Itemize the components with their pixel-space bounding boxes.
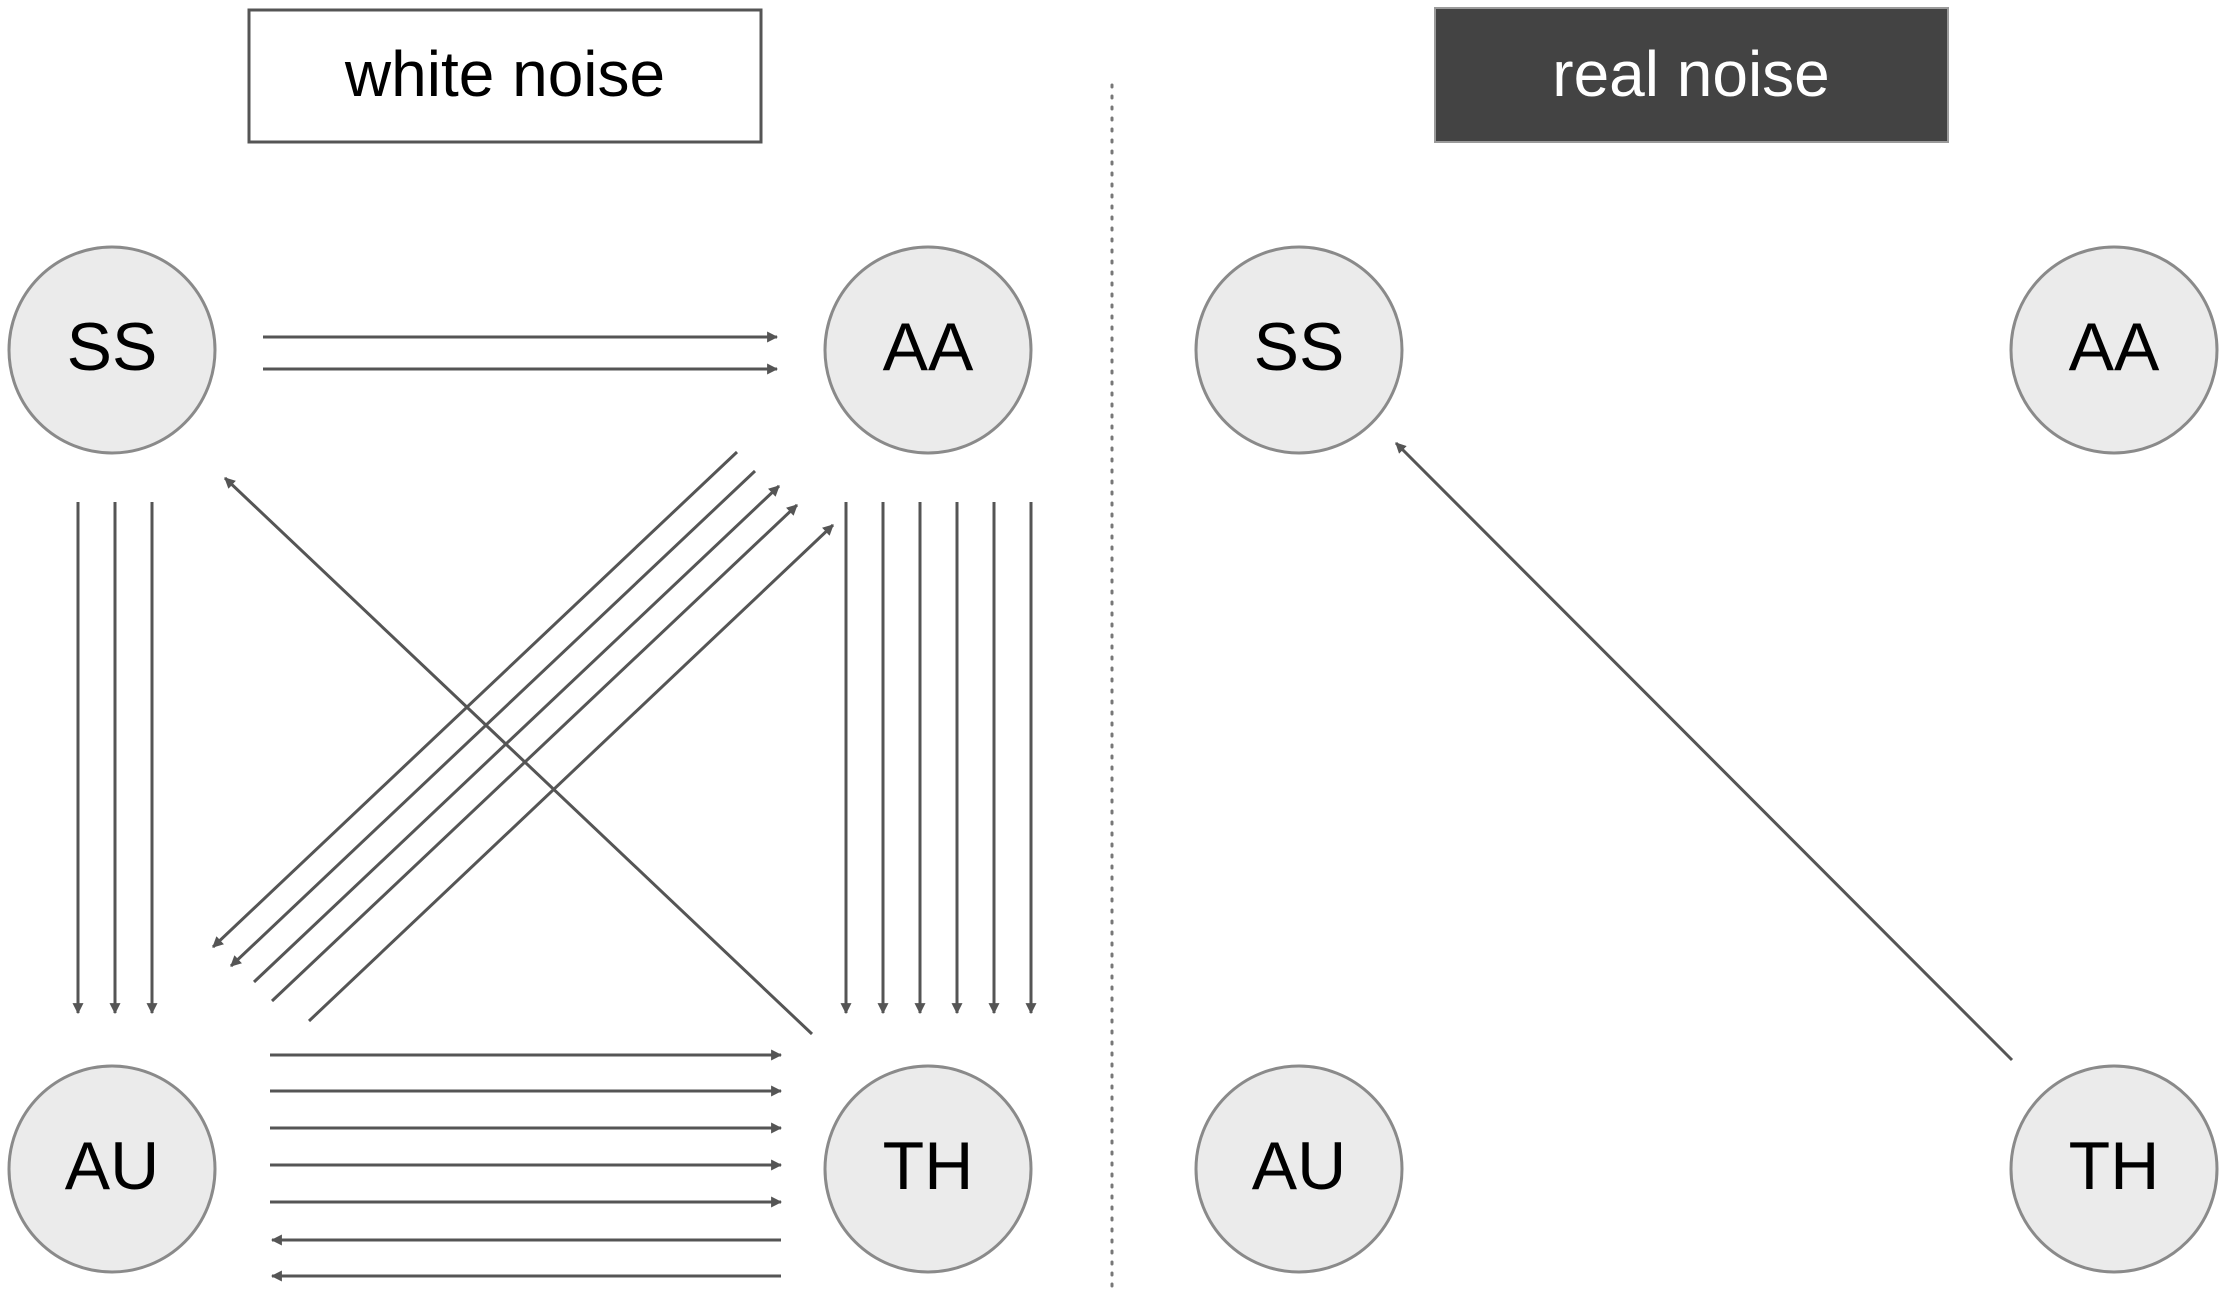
- panel-header-white-noise: white noise: [247, 8, 763, 144]
- node-label: SS: [1254, 309, 1345, 385]
- header-box-dark: [1434, 7, 1949, 143]
- panel-header-real-noise: real noise: [1434, 7, 1949, 143]
- header-box-light: [247, 8, 763, 144]
- edge-th-to-ss: [1394, 441, 2014, 1062]
- edges-white-noise: [72, 331, 1037, 1282]
- node-ss: SS: [1194, 245, 1404, 455]
- node-label: SS: [67, 309, 158, 385]
- nodes-white-noise: SS AA AU TH: [7, 245, 1033, 1274]
- node-circle: [823, 1064, 1033, 1274]
- node-label: TH: [883, 1128, 974, 1204]
- node-circle: [823, 245, 1033, 455]
- edge-au-to-aa: [252, 484, 781, 984]
- edge-au-to-aa: [307, 523, 835, 1023]
- edge-aa-to-au: [211, 450, 739, 949]
- node-label: AU: [1252, 1128, 1346, 1204]
- nodes-real-noise: SS AA AU TH: [1194, 245, 2219, 1274]
- node-circle: [7, 245, 217, 455]
- node-label: AA: [2069, 309, 2160, 385]
- node-ss: SS: [7, 245, 217, 455]
- header-label: real noise: [1552, 38, 1830, 110]
- node-th: TH: [823, 1064, 1033, 1274]
- node-circle: [7, 1064, 217, 1274]
- node-au: AU: [1194, 1064, 1404, 1274]
- node-aa: AA: [2009, 245, 2219, 455]
- edges-real-noise: [1394, 441, 2014, 1062]
- edge-th-to-ss: [223, 476, 814, 1036]
- node-circle: [2009, 1064, 2219, 1274]
- edge-aa-to-au: [229, 469, 757, 968]
- node-circle: [2009, 245, 2219, 455]
- edge-au-to-aa: [270, 503, 799, 1003]
- node-th: TH: [2009, 1064, 2219, 1274]
- node-au: AU: [7, 1064, 217, 1274]
- node-circle: [1194, 1064, 1404, 1274]
- node-label: TH: [2069, 1128, 2160, 1204]
- header-label: white noise: [344, 38, 665, 110]
- node-label: AA: [883, 309, 974, 385]
- node-aa: AA: [823, 245, 1033, 455]
- node-label: AU: [65, 1128, 159, 1204]
- node-circle: [1194, 245, 1404, 455]
